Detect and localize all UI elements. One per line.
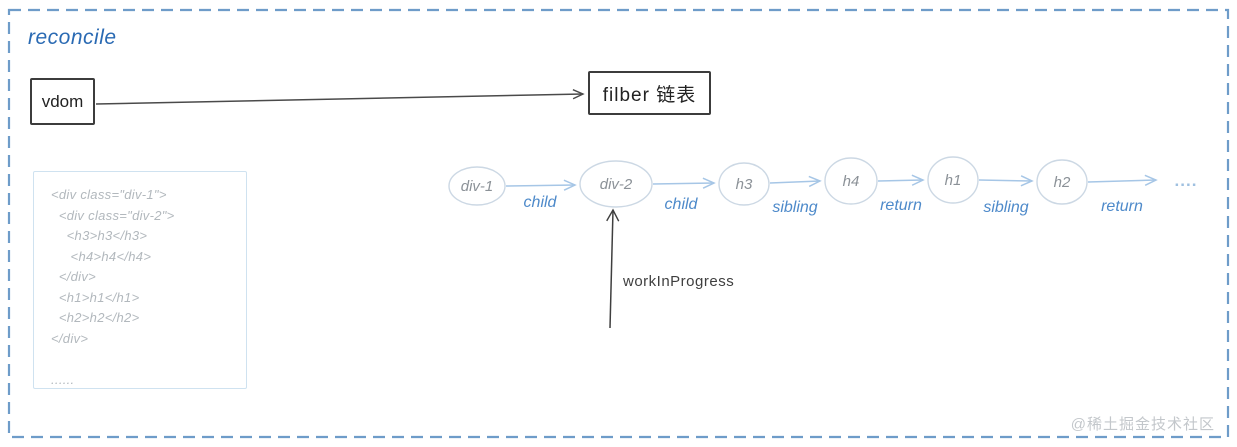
edge-label-return-1: return	[880, 197, 922, 214]
fiber-chain: div-1 div-2 h3 h4 h1 h2 child child sibl…	[448, 156, 1198, 216]
code-line: ......	[51, 371, 75, 387]
fiber-list-box-label: filber 链表	[602, 84, 697, 106]
edge-label-child-1: child	[524, 194, 558, 211]
fiber-node-label: h4	[843, 173, 860, 190]
fiber-node-h2	[1036, 159, 1088, 205]
fiber-node-label: div-1	[461, 178, 494, 195]
work-in-progress-label: workInProgress	[622, 273, 734, 290]
code-line: <h2>h2</h2>	[51, 310, 140, 325]
edge-sibling-1-arrow	[769, 175, 822, 188]
code-line	[51, 349, 238, 370]
code-line: </div>	[51, 330, 89, 346]
vdom-box: vdom	[30, 78, 95, 125]
edge-child-2-arrow	[652, 177, 716, 189]
code-line: <div class="div-1">	[51, 187, 167, 202]
fiber-node-label: h3	[736, 176, 753, 193]
edge-return-1-arrow	[877, 174, 925, 186]
fiber-node-div-1	[448, 166, 506, 206]
code-line: <h1>h1</h1>	[51, 289, 140, 305]
code-line: <div class="div-2">	[51, 207, 175, 223]
code-line: <h3>h3</h3>	[51, 228, 148, 243]
code-line: <h4>h4</h4>	[51, 248, 152, 264]
fiber-node-label: h2	[1054, 174, 1071, 191]
fiber-node-h3	[718, 162, 770, 206]
work-in-progress-pointer: workInProgress	[606, 208, 734, 329]
fiber-node-label: h1	[945, 172, 962, 189]
diagram-title: reconcile	[28, 26, 117, 49]
edge-label-sibling-2: sibling	[983, 199, 1028, 216]
edge-return-2-arrow	[1087, 174, 1158, 186]
edge-label-sibling-1: sibling	[772, 199, 817, 216]
edge-label-return-2: return	[1101, 198, 1143, 215]
work-in-progress-arrow	[606, 208, 620, 329]
code-line: </div>	[51, 269, 97, 284]
html-code-block: <div class="div-1"> <div class="div-2"> …	[33, 171, 247, 389]
fiber-node-label: div-2	[600, 176, 633, 193]
edge-sibling-2-arrow	[978, 175, 1034, 187]
vdom-to-fiber-arrow	[95, 94, 583, 105]
dashed-frame-border	[7, 8, 1230, 439]
vdom-box-label: vdom	[41, 91, 84, 111]
fiber-node-div-2	[579, 160, 653, 208]
fiber-node-h1	[927, 156, 979, 204]
watermark: @稀土掘金技术社区	[1070, 416, 1215, 433]
fiber-node-h4	[824, 157, 878, 205]
chain-continuation-dots: ....	[1175, 171, 1198, 190]
edge-label-child-2: child	[665, 196, 699, 213]
fiber-list-box: filber 链表	[588, 71, 711, 115]
edge-child-1-arrow	[505, 179, 577, 191]
